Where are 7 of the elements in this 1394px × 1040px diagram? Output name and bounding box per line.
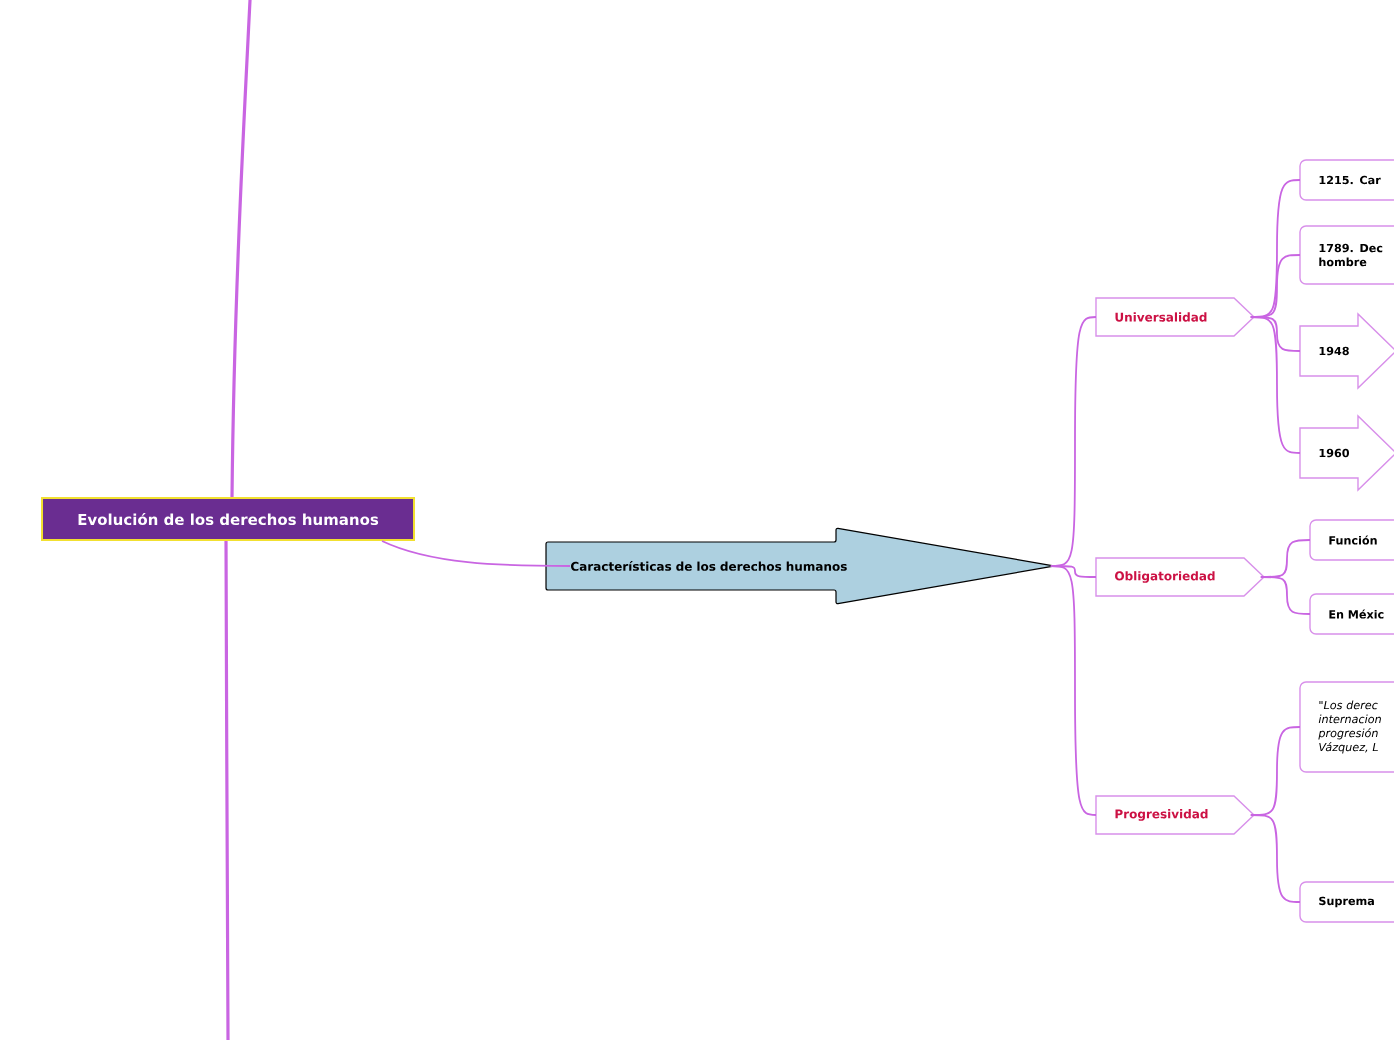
connector-line: [224, 541, 230, 1040]
connector-line: [1049, 565, 1097, 816]
connector-line: [1259, 576, 1311, 615]
connector-line: [381, 540, 571, 567]
connector-line: [1249, 814, 1301, 903]
connector-line: [1249, 316, 1301, 454]
connector-line: [230, 0, 252, 498]
